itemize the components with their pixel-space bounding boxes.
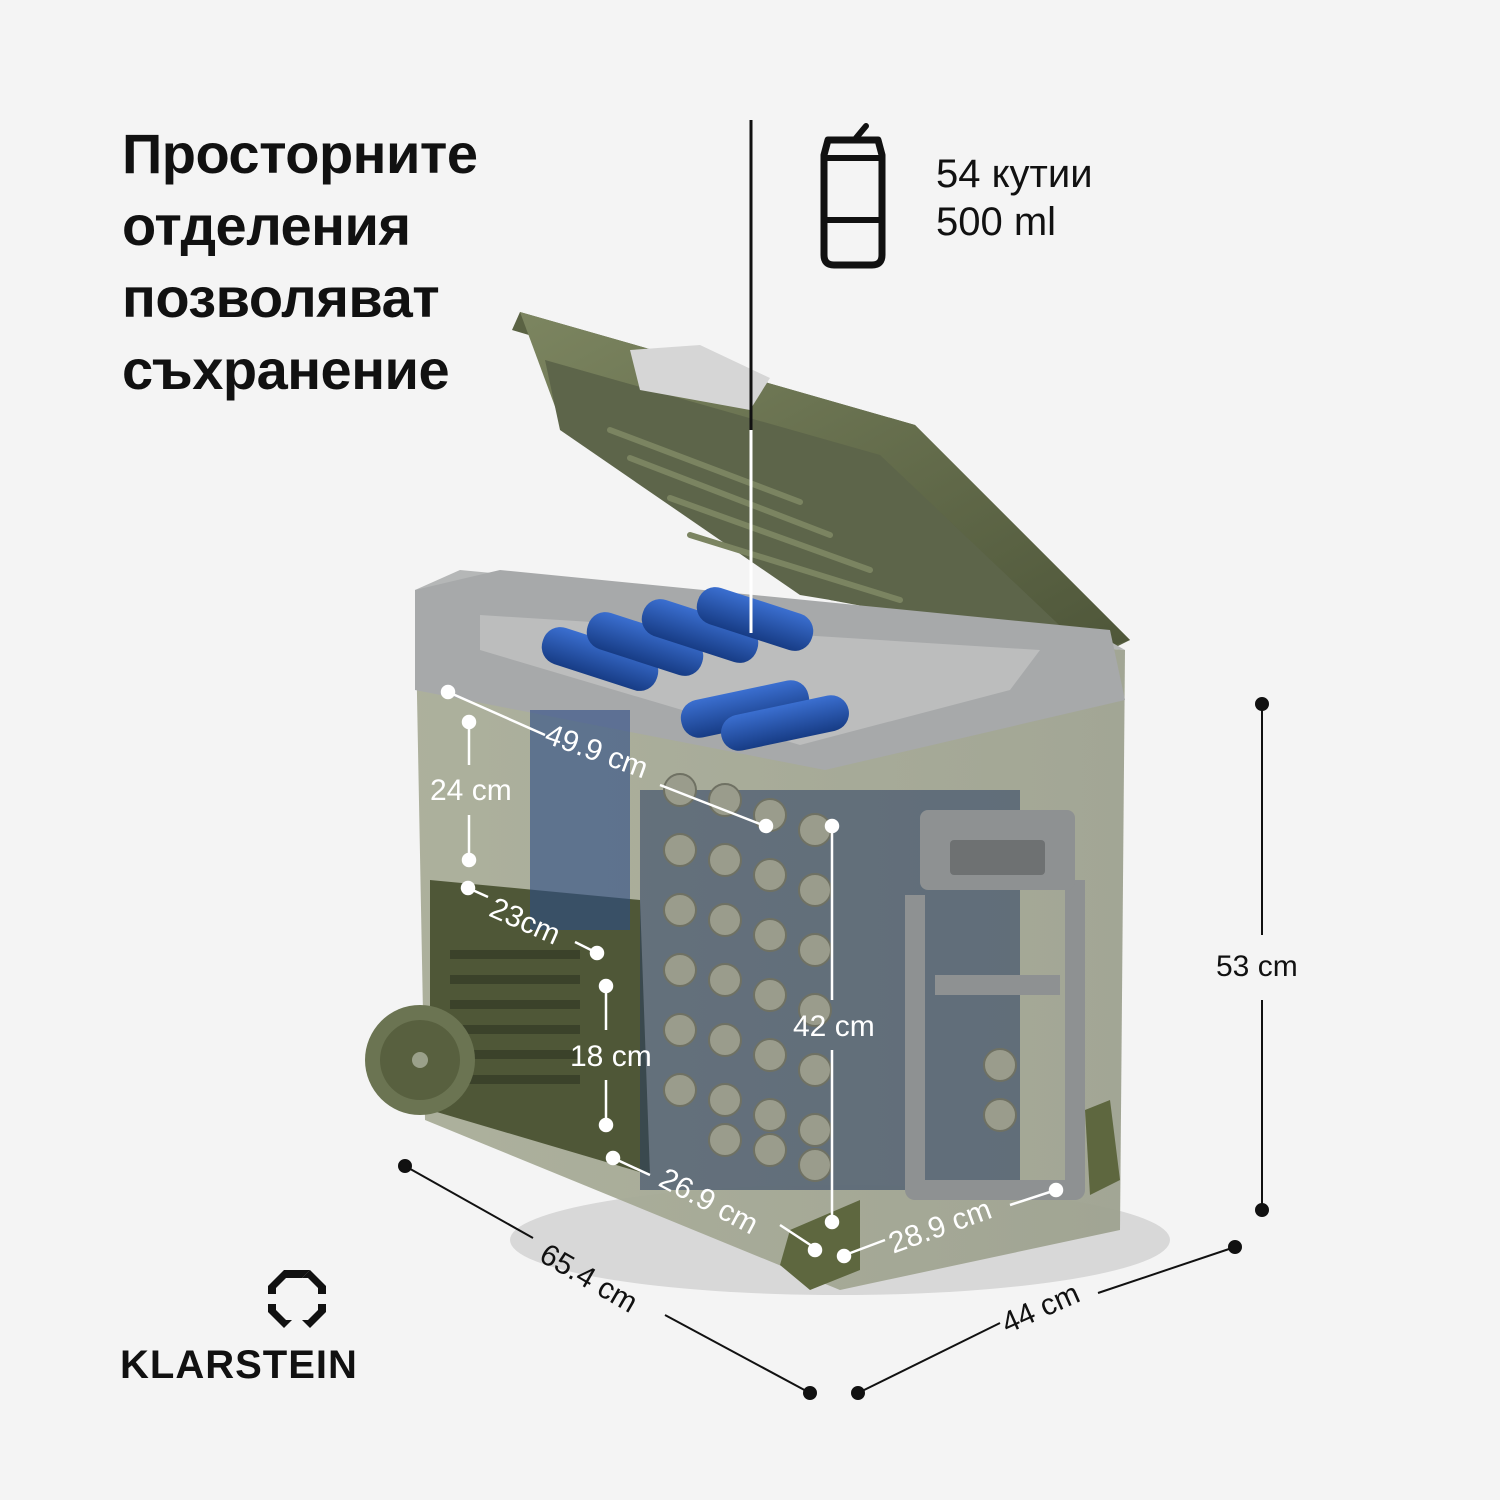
dim-lower-height: 18 cm xyxy=(570,1040,652,1073)
headline-line-4: съхранение xyxy=(122,338,450,401)
headline-line-1: Просторните xyxy=(122,122,478,185)
can-count: 54 кутии xyxy=(936,152,1093,196)
can-icon xyxy=(820,123,886,269)
dim-outer-height: 53 cm xyxy=(1216,950,1298,983)
headline-line-3: позволяват xyxy=(122,266,440,329)
capacity-text: 54 кутии 500 ml xyxy=(936,150,1093,246)
brand-name: KLARSTEIN xyxy=(120,1343,358,1387)
can-volume: 500 ml xyxy=(936,200,1057,244)
klarstein-logo-icon xyxy=(267,1270,326,1328)
dim-upper-height: 24 cm xyxy=(430,774,512,807)
brand-logo: KLARSTEIN xyxy=(120,1268,380,1388)
headline-line-2: отделения xyxy=(122,194,411,257)
headline: Просторните отделения позволяват съхране… xyxy=(122,118,478,406)
dim-inner-height: 42 cm xyxy=(793,1010,875,1043)
